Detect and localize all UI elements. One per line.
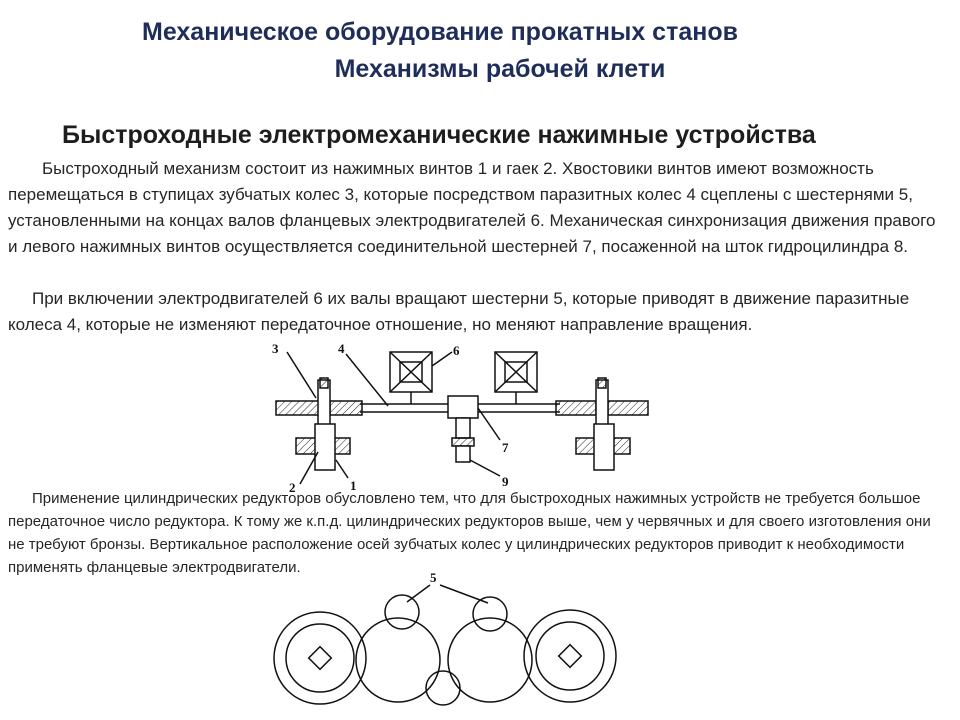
label-1: 1 (350, 478, 357, 493)
label-7: 7 (502, 440, 509, 455)
paragraph-2-text: При включении электродвигателей 6 их вал… (8, 289, 910, 334)
label-2: 2 (289, 480, 296, 495)
paragraph-1: Быстроходный механизм состоит из нажимны… (8, 156, 948, 260)
label-6: 6 (453, 343, 460, 358)
section-heading: Быстроходные электромеханические нажимны… (62, 121, 816, 149)
gear-train-diagram (273, 584, 617, 706)
paragraph-1-text: Быстроходный механизм состоит из нажимны… (8, 159, 936, 256)
paragraph-2: При включении электродвигателей 6 их вал… (8, 286, 948, 338)
paragraph-3: Применение цилиндрических редукторов обу… (8, 487, 948, 579)
page-title: Механическое оборудование прокатных стан… (142, 18, 738, 46)
label-4: 4 (338, 341, 345, 356)
paragraph-3-text: Применение цилиндрических редукторов обу… (8, 490, 931, 576)
label-5: 5 (430, 570, 437, 585)
label-3: 3 (272, 341, 279, 356)
page-subtitle: Механизмы рабочей клети (334, 55, 666, 83)
label-9: 9 (502, 474, 509, 489)
